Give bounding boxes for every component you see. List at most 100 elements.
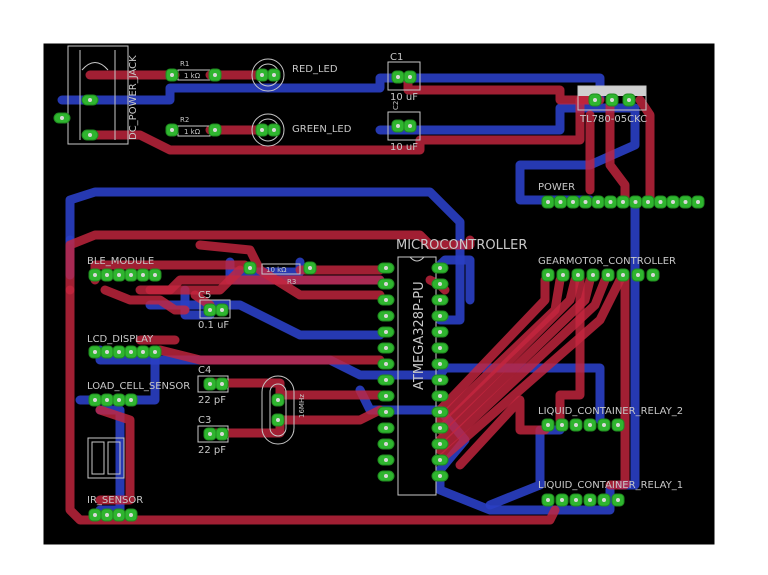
- c2-pad-2-hole: [408, 124, 412, 128]
- label-c4-value: 22 pF: [198, 395, 226, 406]
- label-c3-value: 22 pF: [198, 445, 226, 456]
- label-r3-value: 10 kΩ: [266, 266, 287, 274]
- gearmotor-pad-3-hole: [576, 273, 580, 277]
- label-c2: C2: [392, 101, 400, 110]
- power-pad-6-hole: [608, 200, 613, 204]
- ble-pad-4-hole: [129, 273, 133, 277]
- mcu-left-pad-6-hole: [384, 346, 388, 350]
- mcu-left-pad-8-hole: [384, 378, 388, 382]
- label-c2-value: 10 uF: [390, 142, 418, 153]
- label-r2: R2: [180, 116, 189, 124]
- label-load-cell-sensor: LOAD_CELL_SENSOR: [87, 381, 190, 392]
- relay1-pad-6-hole: [616, 498, 620, 502]
- r2-pad-1-hole: [170, 128, 174, 132]
- mcu-left-pad-11-hole: [384, 426, 388, 430]
- mcu-left-pad-13-hole: [384, 458, 388, 462]
- crystal-pad-1-hole: [276, 398, 280, 402]
- label-relay1: LIQUID_CONTAINER_RELAY_1: [538, 480, 683, 491]
- ble-pad-6-hole: [153, 273, 157, 277]
- label-mcu-part: ATMEGA328P-PU: [412, 281, 427, 390]
- label-crystal: 16MHz: [298, 394, 306, 418]
- label-c3: C3: [198, 415, 211, 426]
- mcu-left-pad-12-hole: [384, 442, 388, 446]
- mcu-left-pad-3-hole: [384, 298, 388, 302]
- gearmotor-pad-4-hole: [591, 273, 595, 277]
- ble-pad-1-hole: [93, 273, 97, 277]
- power-pad-8-hole: [633, 200, 638, 204]
- mcu-right-pad-2-hole: [438, 282, 442, 286]
- r1-pad-1-hole: [170, 73, 174, 77]
- ir-pad-3-hole: [117, 513, 121, 517]
- mcu-right-pad-13-hole: [438, 458, 442, 462]
- relay2-pad-2-hole: [560, 423, 564, 427]
- dc-jack-pad-2-hole: [60, 116, 64, 120]
- dc-jack-pad-3-hole: [88, 133, 92, 137]
- label-c1: C1: [390, 52, 403, 63]
- mcu-left-pad-2-hole: [384, 282, 388, 286]
- c4-pad-1-hole: [208, 382, 212, 386]
- label-red-led: RED_LED: [292, 64, 338, 75]
- power-pad-7-hole: [621, 200, 625, 204]
- relay2-pad-1-hole: [546, 423, 550, 427]
- power-pad-9-hole: [646, 200, 650, 204]
- label-c5: C5: [198, 290, 211, 301]
- label-r1-value: 1 kΩ: [184, 72, 201, 80]
- relay2-pad-6-hole: [616, 423, 620, 427]
- label-lcd-display: LCD_DISPLAY: [87, 334, 154, 345]
- ir-pad-4-hole: [129, 513, 133, 517]
- label-c1-value: 10 uF: [390, 92, 418, 103]
- pads: [53, 68, 705, 522]
- label-ir-sensor: IR_SENSOR: [87, 495, 143, 506]
- lcd-pad-4-hole: [129, 350, 133, 354]
- label-r3: R3: [287, 278, 296, 286]
- mcu-right-pad-8-hole: [438, 378, 442, 382]
- green-led-pad-1-hole: [260, 128, 264, 132]
- relay1-pad-2-hole: [560, 498, 564, 502]
- label-green-led: GREEN_LED: [292, 124, 352, 135]
- regulator-pad-3-hole: [627, 98, 631, 102]
- power-pad-12-hole: [683, 200, 688, 204]
- label-r2-value: 1 kΩ: [184, 128, 201, 136]
- load-cell-pad-1-hole: [93, 398, 97, 402]
- c1-pad-1-hole: [396, 75, 400, 79]
- mcu-left-pad-4-hole: [384, 314, 388, 318]
- ir-pad-1-hole: [93, 513, 97, 517]
- mcu-right-pad-12-hole: [438, 442, 442, 446]
- power-pad-1-hole: [546, 200, 550, 204]
- power-pad-4-hole: [583, 200, 588, 204]
- load-cell-pad-3-hole: [117, 398, 121, 402]
- r2-pad-2-hole: [213, 128, 217, 132]
- dc-jack-pad-1-hole: [88, 98, 92, 102]
- power-pad-13-hole: [696, 200, 700, 204]
- mcu-right-pad-4-hole: [438, 314, 442, 318]
- label-c4: C4: [198, 365, 211, 376]
- power-pad-2-hole: [558, 200, 563, 204]
- load-cell-pad-2-hole: [105, 398, 109, 402]
- relay2-pad-5-hole: [602, 423, 606, 427]
- lcd-pad-3-hole: [117, 350, 121, 354]
- mcu-right-pad-3-hole: [438, 298, 442, 302]
- relay1-pad-3-hole: [574, 498, 578, 502]
- mcu-right-pad-11-hole: [438, 426, 442, 430]
- gearmotor-pad-1-hole: [546, 273, 550, 277]
- relay1-pad-1-hole: [546, 498, 550, 502]
- power-pad-5-hole: [596, 200, 600, 204]
- label-relay2: LIQUID_CONTAINER_RELAY_2: [538, 406, 683, 417]
- r3-pad-1-hole: [248, 266, 252, 270]
- mcu-left-pad-10-hole: [384, 410, 388, 414]
- mcu-left-pad-5-hole: [384, 330, 388, 334]
- c5-pad-2-hole: [220, 308, 224, 312]
- mcu-right-pad-7-hole: [438, 362, 442, 366]
- c5-pad-1-hole: [208, 308, 212, 312]
- label-power: POWER: [538, 182, 575, 193]
- mcu-right-pad-6-hole: [438, 346, 442, 350]
- power-pad-11-hole: [671, 200, 675, 204]
- relay1-pad-4-hole: [588, 498, 592, 502]
- power-pad-3-hole: [571, 200, 575, 204]
- c1-pad-2-hole: [408, 75, 412, 79]
- label-r1: R1: [180, 60, 189, 68]
- gearmotor-pad-6-hole: [621, 273, 625, 277]
- mcu-right-pad-5-hole: [438, 330, 442, 334]
- silkscreen-labels: DC_POWER_JACK R1 1 kΩ RED_LED R2 1 kΩ GR…: [87, 52, 683, 506]
